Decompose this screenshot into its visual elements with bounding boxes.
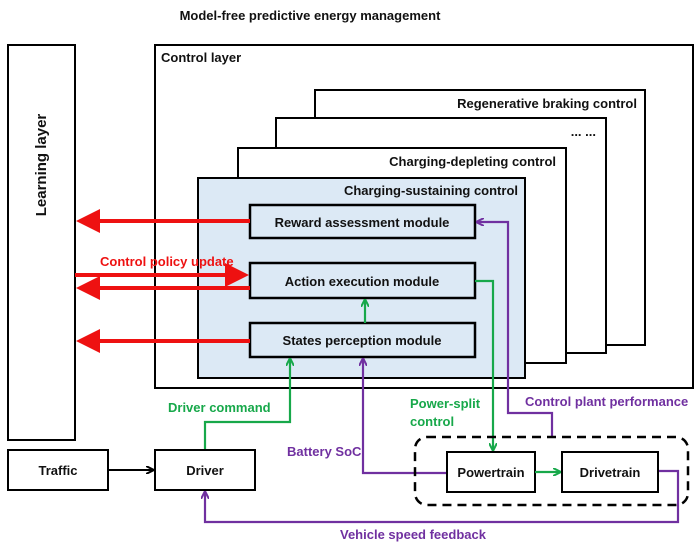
power-split-label-2: control — [410, 414, 454, 429]
action-module-label: Action execution module — [285, 274, 440, 289]
driver-block — [154, 449, 256, 491]
battery-soc-label: Battery SoC — [287, 444, 362, 459]
charging-sustaining-label: Charging-sustaining control — [344, 183, 518, 198]
speed-feedback-label: Vehicle speed feedback — [340, 527, 487, 542]
power-split-arrow — [475, 279, 493, 450]
powertrain-block — [446, 451, 536, 493]
charging-depleting-label: Charging-depleting control — [389, 154, 556, 169]
action-module — [248, 261, 477, 300]
regenerative-braking-label: Regenerative braking control — [457, 96, 637, 111]
plant-performance-label: Control plant performance — [525, 394, 688, 409]
traffic-block — [7, 449, 109, 491]
states-module-label: States perception module — [283, 333, 442, 348]
power-split-label-1: Power-split — [410, 396, 481, 411]
drivetrain-label: Drivetrain — [580, 465, 641, 480]
control-layer-label: Control layer — [161, 50, 241, 65]
drivetrain-block — [561, 451, 659, 493]
driver-label: Driver — [186, 463, 224, 478]
traffic-label: Traffic — [38, 463, 77, 478]
ellipsis-label: ... ... — [571, 124, 596, 139]
driver-command-label: Driver command — [168, 400, 271, 415]
plant-performance-arrow — [477, 222, 554, 437]
diagram-title: Model-free predictive energy management — [180, 8, 441, 23]
driver-command-arrow — [203, 359, 290, 450]
learning-layer-box — [7, 44, 76, 441]
learning-layer-label: Learning layer — [33, 114, 50, 217]
speed-feedback-arrow — [205, 469, 680, 524]
vehicle-plant-dashed-box — [413, 435, 690, 507]
policy-update-label: Control policy update — [100, 254, 234, 269]
powertrain-label: Powertrain — [457, 465, 524, 480]
battery-soc-arrow — [363, 359, 447, 475]
reward-module-label: Reward assessment module — [275, 215, 450, 230]
